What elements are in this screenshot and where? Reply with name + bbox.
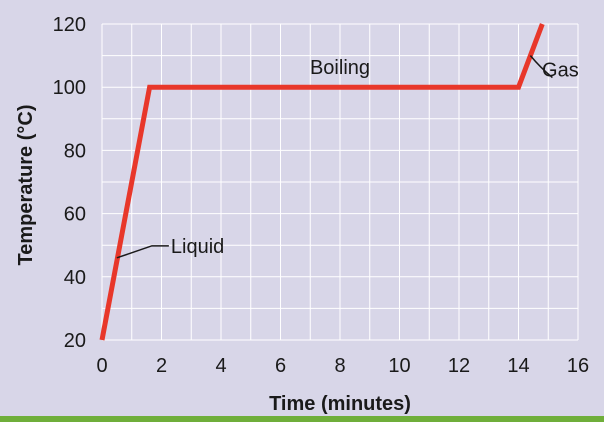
- y-axis-label: Temperature (°C): [15, 105, 37, 266]
- x-tick-label: 12: [448, 355, 470, 377]
- y-tick-label: 80: [64, 140, 86, 162]
- gas-label: Gas: [542, 60, 579, 82]
- y-tick-labels: 20 40 60 80 100 120: [53, 14, 86, 352]
- x-tick-label: 8: [334, 355, 345, 377]
- liquid-leader-line: [116, 245, 169, 259]
- x-tick-label: 10: [388, 355, 410, 377]
- y-tick-label: 120: [53, 14, 86, 36]
- x-tick-label: 16: [567, 355, 589, 377]
- y-tick-label: 40: [64, 267, 86, 289]
- x-tick-label: 0: [96, 355, 107, 377]
- x-tick-label: 14: [507, 355, 529, 377]
- x-tick-label: 6: [275, 355, 286, 377]
- x-tick-label: 4: [215, 355, 226, 377]
- x-tick-label: 2: [156, 355, 167, 377]
- bottom-strip: [0, 416, 604, 422]
- gas-leader-line: [529, 55, 553, 79]
- y-tick-label: 100: [53, 77, 86, 99]
- liquid-label: Liquid: [171, 236, 224, 258]
- y-tick-label: 20: [64, 330, 86, 352]
- x-tick-labels: 0 2 4 6 8 10 12 14 16: [96, 355, 589, 377]
- boiling-label: Boiling: [310, 57, 370, 79]
- x-axis-label: Time (minutes): [269, 393, 411, 415]
- y-tick-label: 60: [64, 204, 86, 226]
- annotations: Liquid Boiling Gas: [116, 55, 579, 259]
